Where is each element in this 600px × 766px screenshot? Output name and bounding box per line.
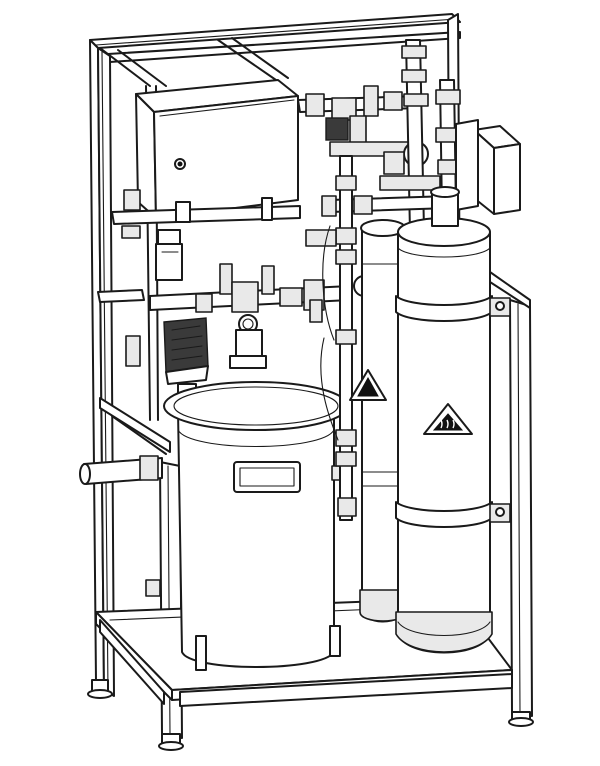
side-fittings [121, 189, 183, 597]
storage-tank [163, 381, 349, 671]
heater-module [455, 119, 521, 215]
castor-feet [87, 679, 534, 751]
tank-level-window [233, 461, 301, 493]
pressure-vessel-front [395, 186, 511, 654]
valve-manifold [149, 263, 351, 369]
inlet-pipe [79, 455, 163, 485]
control-cabinet [111, 79, 301, 225]
